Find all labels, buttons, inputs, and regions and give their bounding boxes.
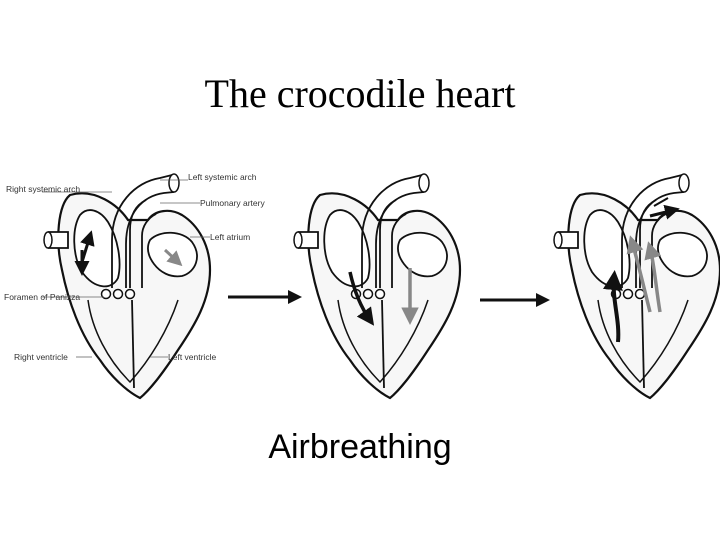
label-right-systemic-arch: Right systemic arch — [6, 184, 80, 194]
label-foramen-of-panizza: Foramen of Panizza — [4, 292, 80, 302]
flow-arrow — [644, 241, 662, 313]
label-leaders — [42, 179, 210, 358]
flow-arrow — [626, 235, 652, 313]
arrow-right-icon — [228, 290, 302, 304]
flow-arrow — [649, 204, 680, 220]
flow-arrow — [348, 271, 375, 326]
slide-caption: Airbreathing — [268, 428, 452, 466]
arrow-right-icon — [480, 293, 550, 307]
slide-title: The crocodile heart — [204, 71, 516, 116]
flow-arrow — [602, 270, 623, 343]
flow-arrow — [163, 248, 183, 267]
label-left-atrium: Left atrium — [210, 232, 250, 242]
label-left-ventricle: Left ventricle — [168, 352, 216, 362]
heart-diagram-resting — [42, 172, 212, 400]
label-left-systemic-arch: Left systemic arch — [188, 172, 257, 182]
heart-diagram-ejection — [552, 172, 720, 400]
label-right-ventricle: Right ventricle — [14, 352, 68, 362]
flow-arrow — [653, 197, 669, 207]
heart-diagram-airbreathing — [292, 172, 462, 400]
label-pulmonary-artery: Pulmonary artery — [200, 198, 265, 208]
